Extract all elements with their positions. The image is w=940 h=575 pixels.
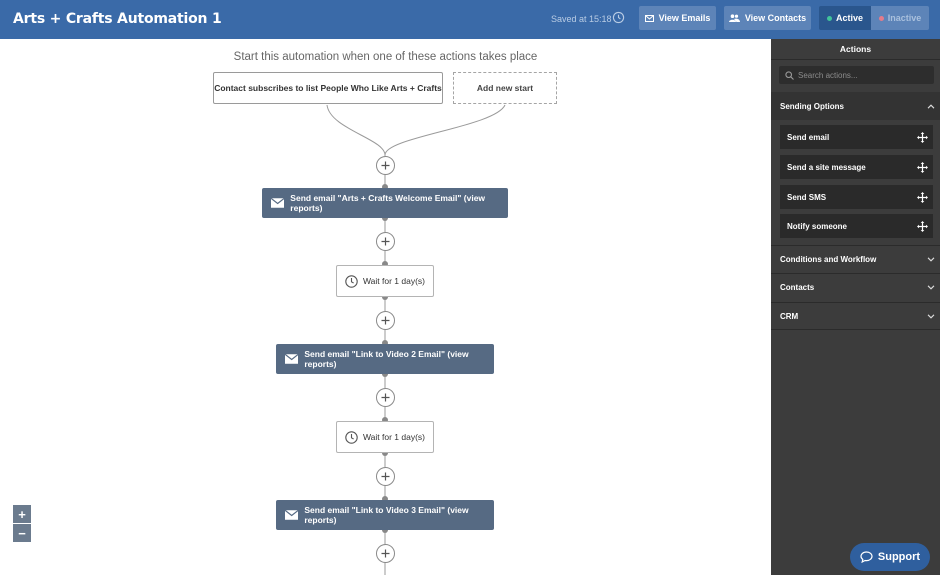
inactive-button[interactable]: Inactive bbox=[871, 6, 929, 30]
search-box[interactable] bbox=[779, 66, 934, 84]
top-bar: Arts + Crafts Automation 1 Saved at 15:1… bbox=[0, 0, 940, 39]
workflow-canvas[interactable]: Start this automation when one of these … bbox=[0, 39, 771, 575]
action-notify-someone[interactable]: Notify someone bbox=[780, 214, 933, 238]
section-label: Conditions and Workflow bbox=[780, 255, 877, 264]
view-emails-button[interactable]: View Emails bbox=[639, 6, 716, 30]
section-label: Contacts bbox=[780, 283, 815, 292]
active-button[interactable]: Active bbox=[819, 6, 871, 30]
envelope-icon bbox=[644, 14, 654, 22]
move-icon bbox=[917, 220, 928, 232]
action-label: Send SMS bbox=[787, 192, 827, 202]
add-new-start-button[interactable]: Add new start bbox=[453, 72, 557, 104]
add-step-button[interactable] bbox=[376, 311, 395, 330]
action-send-site-message[interactable]: Send a site message bbox=[780, 155, 933, 179]
step-label: Send email "Arts + Crafts Welcome Email"… bbox=[290, 193, 486, 213]
chevron-down-icon bbox=[927, 285, 935, 290]
wait-step[interactable]: Wait for 1 day(s) bbox=[336, 265, 434, 297]
view-emails-label: View Emails bbox=[658, 13, 711, 23]
step-label: Wait for 1 day(s) bbox=[362, 432, 426, 442]
actions-panel: Actions Sending Options Send email Send … bbox=[771, 39, 940, 575]
trigger-node[interactable]: Contact subscribes to list People Who Li… bbox=[213, 72, 443, 104]
action-label: Send a site message bbox=[787, 162, 866, 172]
support-button[interactable]: Support bbox=[850, 543, 930, 571]
section-label: CRM bbox=[780, 311, 799, 321]
add-step-button[interactable] bbox=[376, 544, 395, 563]
plus-icon bbox=[381, 316, 390, 325]
active-label: Active bbox=[835, 13, 863, 23]
panel-title: Actions bbox=[771, 39, 940, 60]
inactive-label: Inactive bbox=[887, 13, 922, 23]
chevron-down-icon bbox=[927, 257, 935, 262]
zoom-in-button[interactable]: + bbox=[13, 505, 31, 523]
inactive-dot-icon bbox=[878, 15, 884, 21]
saved-status: Saved at 15:18 bbox=[551, 14, 612, 24]
section-conditions-workflow[interactable]: Conditions and Workflow bbox=[771, 245, 940, 273]
envelope-icon bbox=[285, 510, 299, 520]
move-icon bbox=[917, 191, 928, 203]
send-email-step[interactable]: Send email "Arts + Crafts Welcome Email"… bbox=[262, 188, 508, 218]
add-step-button[interactable] bbox=[376, 232, 395, 251]
chevron-up-icon bbox=[927, 103, 935, 109]
plus-icon bbox=[381, 472, 390, 481]
plus-icon bbox=[381, 549, 390, 558]
add-step-button[interactable] bbox=[376, 156, 395, 175]
plus-icon bbox=[381, 161, 390, 170]
clock-icon bbox=[345, 430, 358, 444]
send-email-step[interactable]: Send email "Link to Video 3 Email" (view… bbox=[276, 500, 494, 530]
plus-icon bbox=[381, 237, 390, 246]
chevron-down-icon bbox=[927, 313, 935, 319]
start-instructions: Start this automation when one of these … bbox=[233, 51, 538, 63]
zoom-out-button[interactable]: − bbox=[13, 524, 31, 542]
automation-title[interactable]: Arts + Crafts Automation 1 bbox=[13, 11, 222, 27]
envelope-icon bbox=[285, 354, 299, 364]
status-toggle: Active Inactive bbox=[819, 6, 929, 30]
add-step-button[interactable] bbox=[376, 467, 395, 486]
wait-step[interactable]: Wait for 1 day(s) bbox=[336, 421, 434, 453]
plus-icon bbox=[381, 393, 390, 402]
search-input[interactable] bbox=[798, 70, 928, 80]
add-step-button[interactable] bbox=[376, 388, 395, 407]
flow-connectors bbox=[326, 104, 506, 575]
send-email-step[interactable]: Send email "Link to Video 2 Email" (view… bbox=[276, 344, 494, 374]
action-send-sms[interactable]: Send SMS bbox=[780, 185, 933, 209]
search-icon bbox=[785, 70, 794, 80]
active-dot-icon bbox=[826, 15, 832, 21]
section-contacts[interactable]: Contacts bbox=[771, 273, 940, 301]
action-label: Notify someone bbox=[787, 221, 848, 231]
clock-icon bbox=[345, 274, 358, 288]
action-send-email[interactable]: Send email bbox=[780, 125, 933, 149]
step-label: Send email "Link to Video 3 Email" (view… bbox=[304, 505, 469, 525]
action-label: Send email bbox=[787, 132, 830, 142]
step-label: Send email "Link to Video 2 Email" (view… bbox=[304, 349, 469, 369]
support-label: Support bbox=[877, 551, 921, 563]
history-icon[interactable] bbox=[612, 11, 625, 24]
chat-bubble-icon bbox=[860, 551, 873, 563]
move-icon bbox=[917, 161, 928, 173]
section-crm[interactable]: CRM bbox=[771, 302, 940, 330]
step-label: Wait for 1 day(s) bbox=[362, 276, 426, 286]
view-contacts-button[interactable]: View Contacts bbox=[724, 6, 811, 30]
section-sending-options[interactable]: Sending Options bbox=[771, 92, 940, 120]
contacts-icon bbox=[728, 14, 740, 22]
move-icon bbox=[917, 131, 928, 143]
envelope-icon bbox=[271, 198, 285, 208]
section-label: Sending Options bbox=[780, 101, 844, 111]
view-contacts-label: View Contacts bbox=[744, 13, 807, 23]
